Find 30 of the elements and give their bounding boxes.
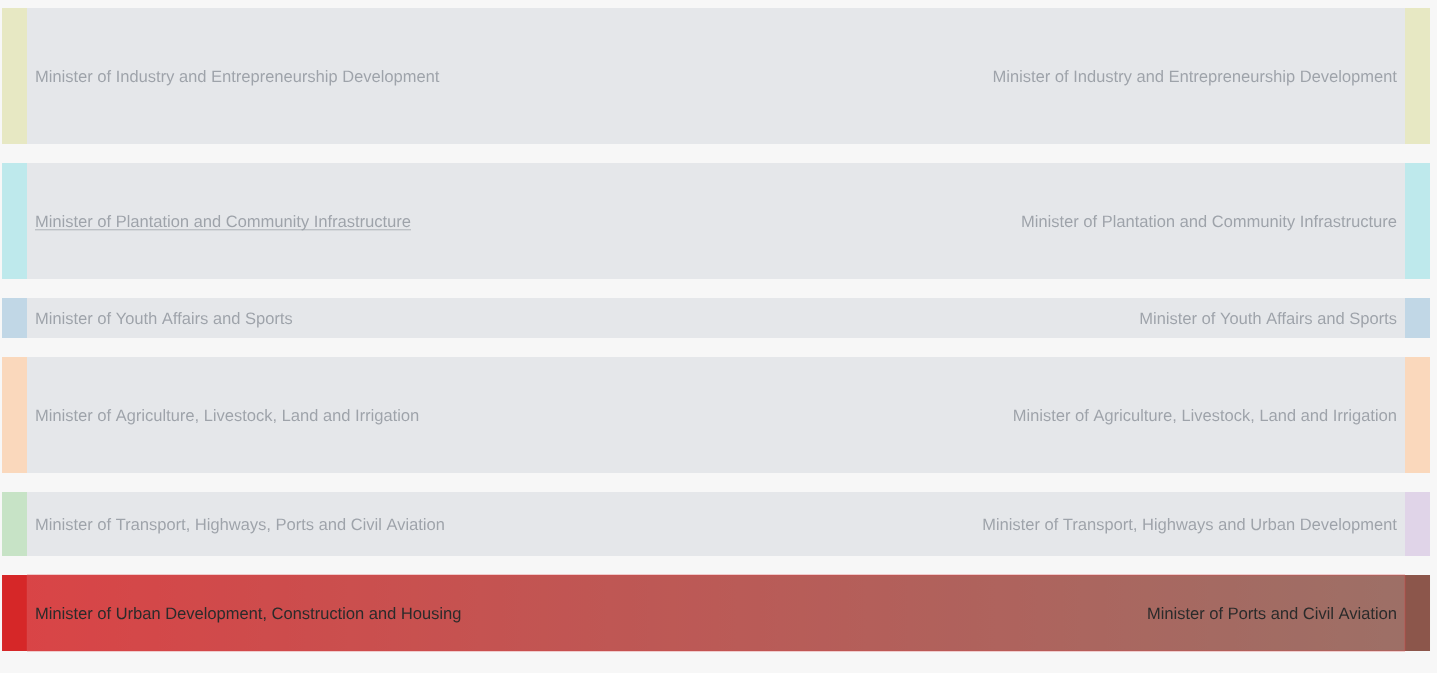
node-bar	[2, 575, 27, 651]
node-bar	[2, 163, 27, 279]
node-label: Minister of Agriculture, Livestock, Land and Irrigation	[36, 409, 419, 425]
node-label: Minister of Industry and Entrepreneurship Development	[993, 70, 1397, 86]
flow-band	[27, 163, 1405, 279]
flow-band	[27, 357, 1405, 473]
node-label: Minister of Agriculture, Livestock, Land and Irrigation	[1014, 409, 1396, 425]
node-bar	[2, 492, 27, 556]
node-label: Minister of Transport, Highways, Ports and Civil Aviation	[36, 518, 444, 534]
flow-band	[27, 298, 1405, 338]
node-bar	[2, 357, 27, 473]
node-label: Minister of Youth Affairs and Sports	[1140, 312, 1397, 328]
node-bar	[2, 298, 27, 338]
node-label: Minister of Urban Development, Construction and Housing	[36, 607, 461, 623]
node-bar	[1405, 575, 1430, 651]
node-bar	[1405, 492, 1430, 556]
node-label: Minister of Plantation and Community Infrastructure	[34, 215, 412, 231]
node-label: Minister of Industry and Entrepreneurship Development	[36, 70, 440, 86]
node-label: Minister of Plantation and Community Infrastructure	[1022, 215, 1397, 231]
node-bar	[1405, 298, 1430, 338]
node-bar	[1405, 163, 1430, 279]
node-label: Minister of Transport, Highways and Urban Development	[983, 518, 1397, 534]
flow-band	[27, 8, 1405, 144]
node-label: Minister of Youth Affairs and Sports	[36, 312, 293, 328]
node-label: Minister of Ports and Civil Aviation	[1148, 607, 1396, 620]
node-bar	[2, 8, 27, 144]
flow-band	[27, 492, 1405, 556]
node-bar	[1405, 357, 1430, 473]
node-bar	[1405, 8, 1430, 144]
flow-band	[26, 574, 1406, 652]
